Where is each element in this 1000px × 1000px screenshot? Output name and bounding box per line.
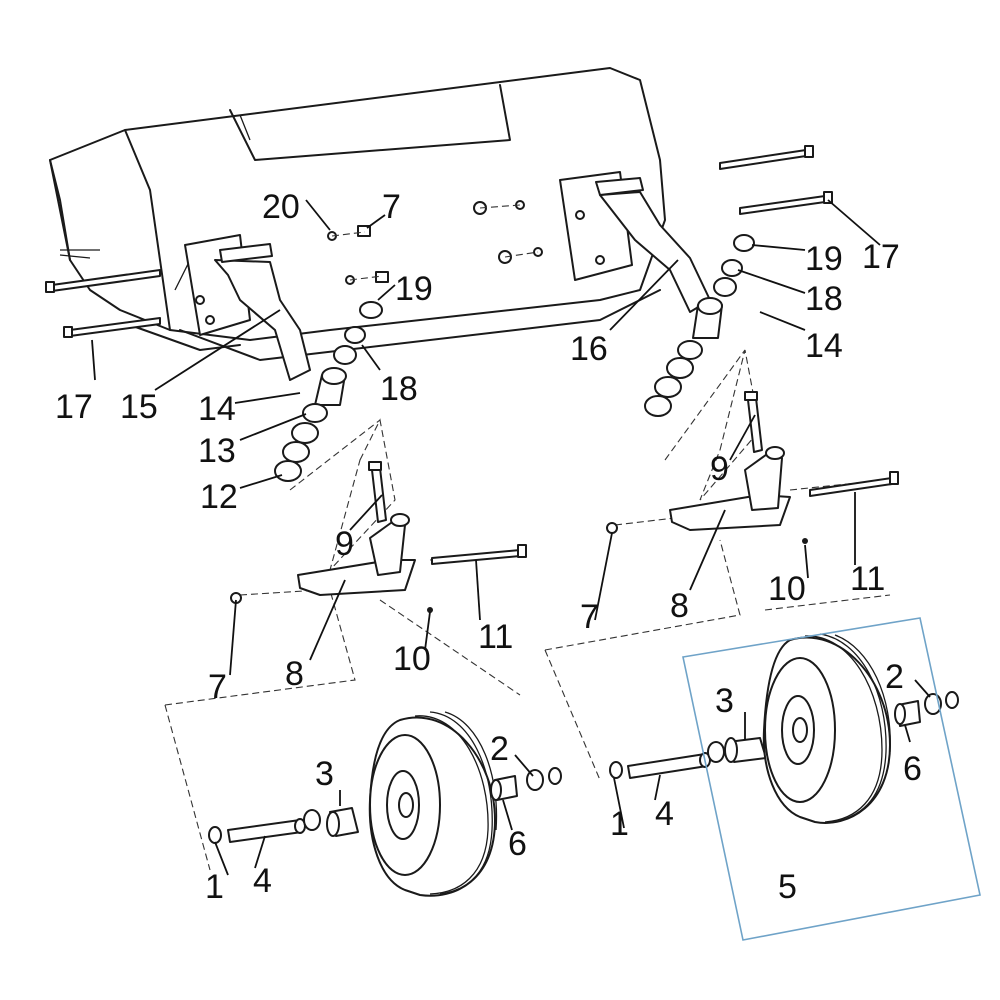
left-spindle-stack: [274, 301, 383, 482]
callout-5: 5: [778, 868, 797, 906]
callout-10-left: 10: [393, 640, 431, 678]
callout-8-right: 8: [670, 587, 689, 625]
callout-11-right: 11: [850, 560, 885, 598]
callout-10-right: 10: [768, 570, 806, 608]
callout-7-left: 7: [208, 668, 227, 706]
callout-2-left: 2: [490, 730, 509, 768]
callout-15: 15: [120, 388, 158, 426]
callout-16: 16: [570, 330, 608, 368]
callout-12: 12: [200, 478, 238, 516]
right-caster-fork: [606, 391, 899, 544]
right-spindle-stack: [644, 234, 755, 417]
left-wheel-assembly: [208, 711, 562, 897]
callout-11-left: 11: [478, 618, 513, 656]
callout-7-right: 7: [580, 598, 599, 636]
callout-19-left: 19: [395, 270, 433, 308]
item-5-highlight-box: [682, 617, 981, 941]
bolts-17: [45, 145, 833, 338]
callout-14-left: 14: [198, 390, 236, 428]
callout-18-right: 18: [805, 280, 843, 318]
callout-13: 13: [198, 432, 236, 470]
left-bracket-assembly: [184, 234, 311, 381]
callout-1-left: 1: [205, 868, 224, 906]
callout-labels: 20 7 19 18 17 15 14 13 12 9 7 8 10 11 1 …: [55, 188, 922, 906]
leader-lines: [91, 199, 931, 876]
callout-4-left: 4: [253, 862, 272, 900]
deck-nuts: [327, 200, 543, 285]
callout-1-right: 1: [610, 805, 629, 843]
callout-3-left: 3: [315, 755, 334, 793]
callout-17-left: 17: [55, 388, 93, 426]
callout-3-right: 3: [715, 682, 734, 720]
callout-14-right: 14: [805, 327, 843, 365]
callout-8-left: 8: [285, 655, 304, 693]
callout-20: 20: [262, 188, 300, 226]
callout-9-left: 9: [335, 525, 354, 563]
left-caster-fork: [230, 461, 527, 613]
callout-4-right: 4: [655, 795, 674, 833]
callout-9-right: 9: [710, 450, 729, 488]
callout-2-right: 2: [885, 658, 904, 696]
callout-7-top: 7: [382, 188, 401, 226]
callout-18-left: 18: [380, 370, 418, 408]
callout-17-right: 17: [862, 238, 900, 276]
right-wheel-assembly: [609, 633, 959, 824]
callout-6-right: 6: [903, 750, 922, 788]
callout-6-left: 6: [508, 825, 527, 863]
callout-19-right: 19: [805, 240, 843, 278]
